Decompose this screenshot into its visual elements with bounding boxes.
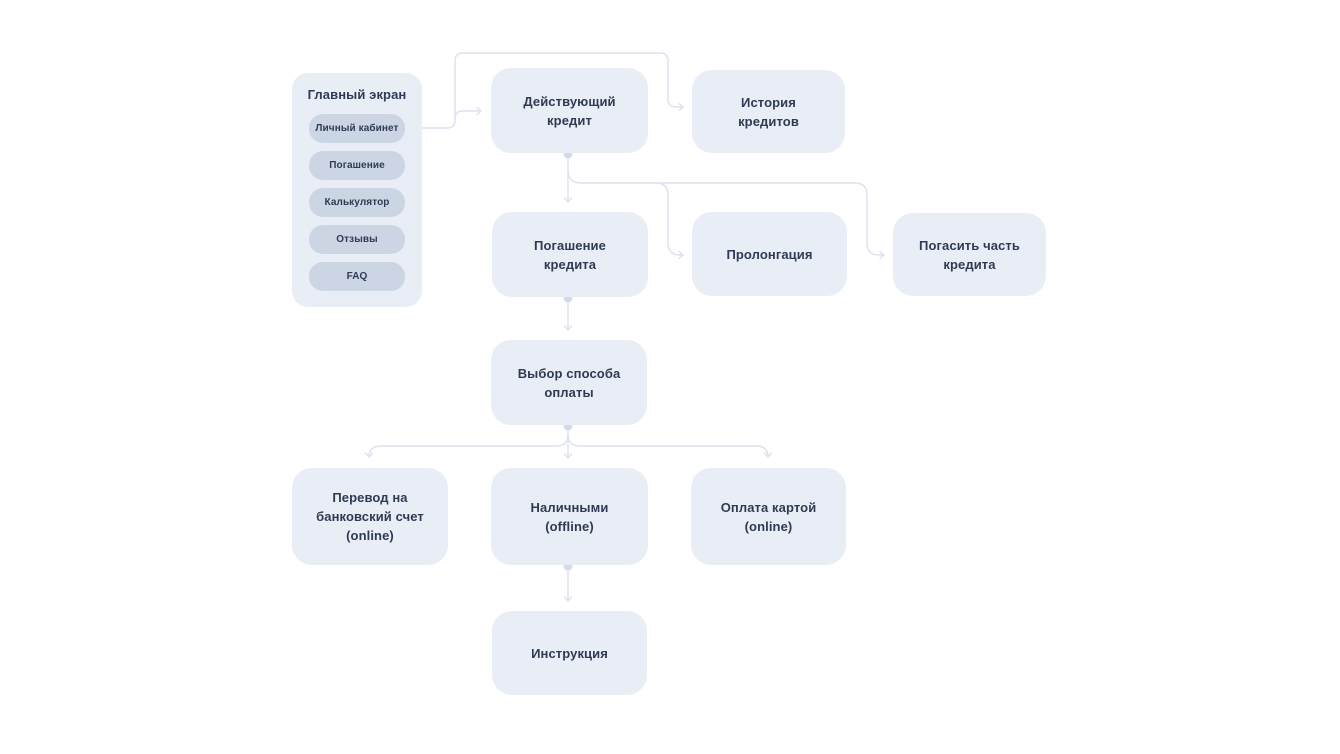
node-credit-history[interactable]: История кредитов (692, 70, 845, 153)
edge-personal-account-to-credit-history (454, 52, 684, 120)
edge-active-credit-to-prolongation (655, 182, 684, 260)
node-cash[interactable]: Наличными (offline) (491, 468, 648, 565)
node-card-payment[interactable]: Оплата картой (online) (691, 468, 846, 565)
node-prolongation[interactable]: Пролонгация (692, 212, 847, 296)
menu-item-faq[interactable]: FAQ (309, 262, 405, 291)
menu-item-repayment[interactable]: Погашение (309, 151, 405, 180)
edge-active-credit-branch-horizontal (567, 169, 856, 184)
node-payment-method[interactable]: Выбор способа оплаты (491, 340, 647, 425)
node-credit-repayment[interactable]: Погашение кредита (492, 212, 648, 297)
edge-payment-method-to-bank-transfer (364, 433, 569, 458)
menu-item-calculator[interactable]: Калькулятор (309, 188, 405, 217)
node-partial-repayment[interactable]: Погасить часть кредита (893, 213, 1046, 296)
edge-active-credit-to-partial-repayment (854, 182, 885, 260)
node-active-credit[interactable]: Действующий кредит (491, 68, 648, 153)
edge-payment-method-to-card-payment (567, 433, 773, 458)
node-bank-transfer[interactable]: Перевод на банковский счет (online) (292, 468, 448, 565)
menu-item-reviews[interactable]: Отзывы (309, 225, 405, 254)
main-screen-panel: Главный экран Личный кабинет Погашение К… (292, 73, 422, 307)
panel-title: Главный экран (307, 87, 407, 102)
node-instruction[interactable]: Инструкция (492, 611, 647, 695)
menu-item-personal-account[interactable]: Личный кабинет (309, 114, 405, 143)
